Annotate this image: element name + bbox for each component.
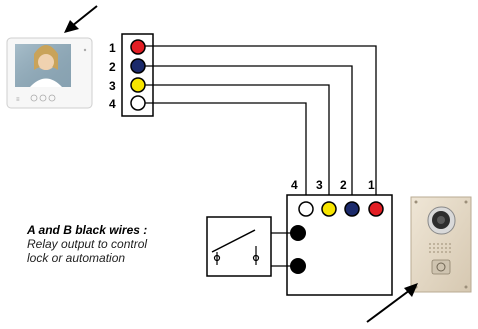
door-terminals [298,201,384,217]
monitor-terminal-4 [130,95,146,111]
indoor-monitor: ≡ [6,37,93,109]
door-terminal-1 [368,201,384,217]
relay-note: A and B black wires : Relay output to co… [27,223,147,265]
svg-text:≡: ≡ [16,97,20,103]
relay-note-line1: Relay output to control [27,237,148,251]
monitor-terminal-3 [130,77,146,93]
door-terminal-labels: 4 3 2 1 [291,178,375,192]
monitor-terminals: 1 2 3 4 [109,39,146,111]
wire-4 [144,102,307,205]
monitor-terminal-label-1: 1 [109,41,116,55]
relay-terminal-a [290,225,306,241]
door-terminal-label-2: 2 [340,178,347,192]
monitor-terminal-label-4: 4 [109,97,116,111]
door-terminal-label-1: 1 [368,178,375,192]
wire-3 [144,84,330,205]
door-terminal-4 [298,201,314,217]
monitor-terminal-label-2: 2 [109,60,116,74]
monitor-pointer-arrow [64,5,98,33]
wire-2 [144,65,353,205]
wires [144,45,377,205]
door-panel-pointer-arrow [366,283,418,323]
door-panel [410,196,472,293]
monitor-terminal-2 [130,58,146,74]
door-terminal-2 [344,201,360,217]
monitor-terminal-1 [130,39,146,55]
relay-terminal-b [290,258,306,274]
relay-switch [206,216,272,277]
monitor-terminal-label-3: 3 [109,79,116,93]
door-terminal-3 [321,201,337,217]
relay-note-title: A and B black wires : [27,223,148,237]
relay-note-line2: lock or automation [27,251,126,265]
door-terminal-label-3: 3 [316,178,323,192]
door-terminal-label-4: 4 [291,178,298,192]
wire-1 [144,45,377,205]
